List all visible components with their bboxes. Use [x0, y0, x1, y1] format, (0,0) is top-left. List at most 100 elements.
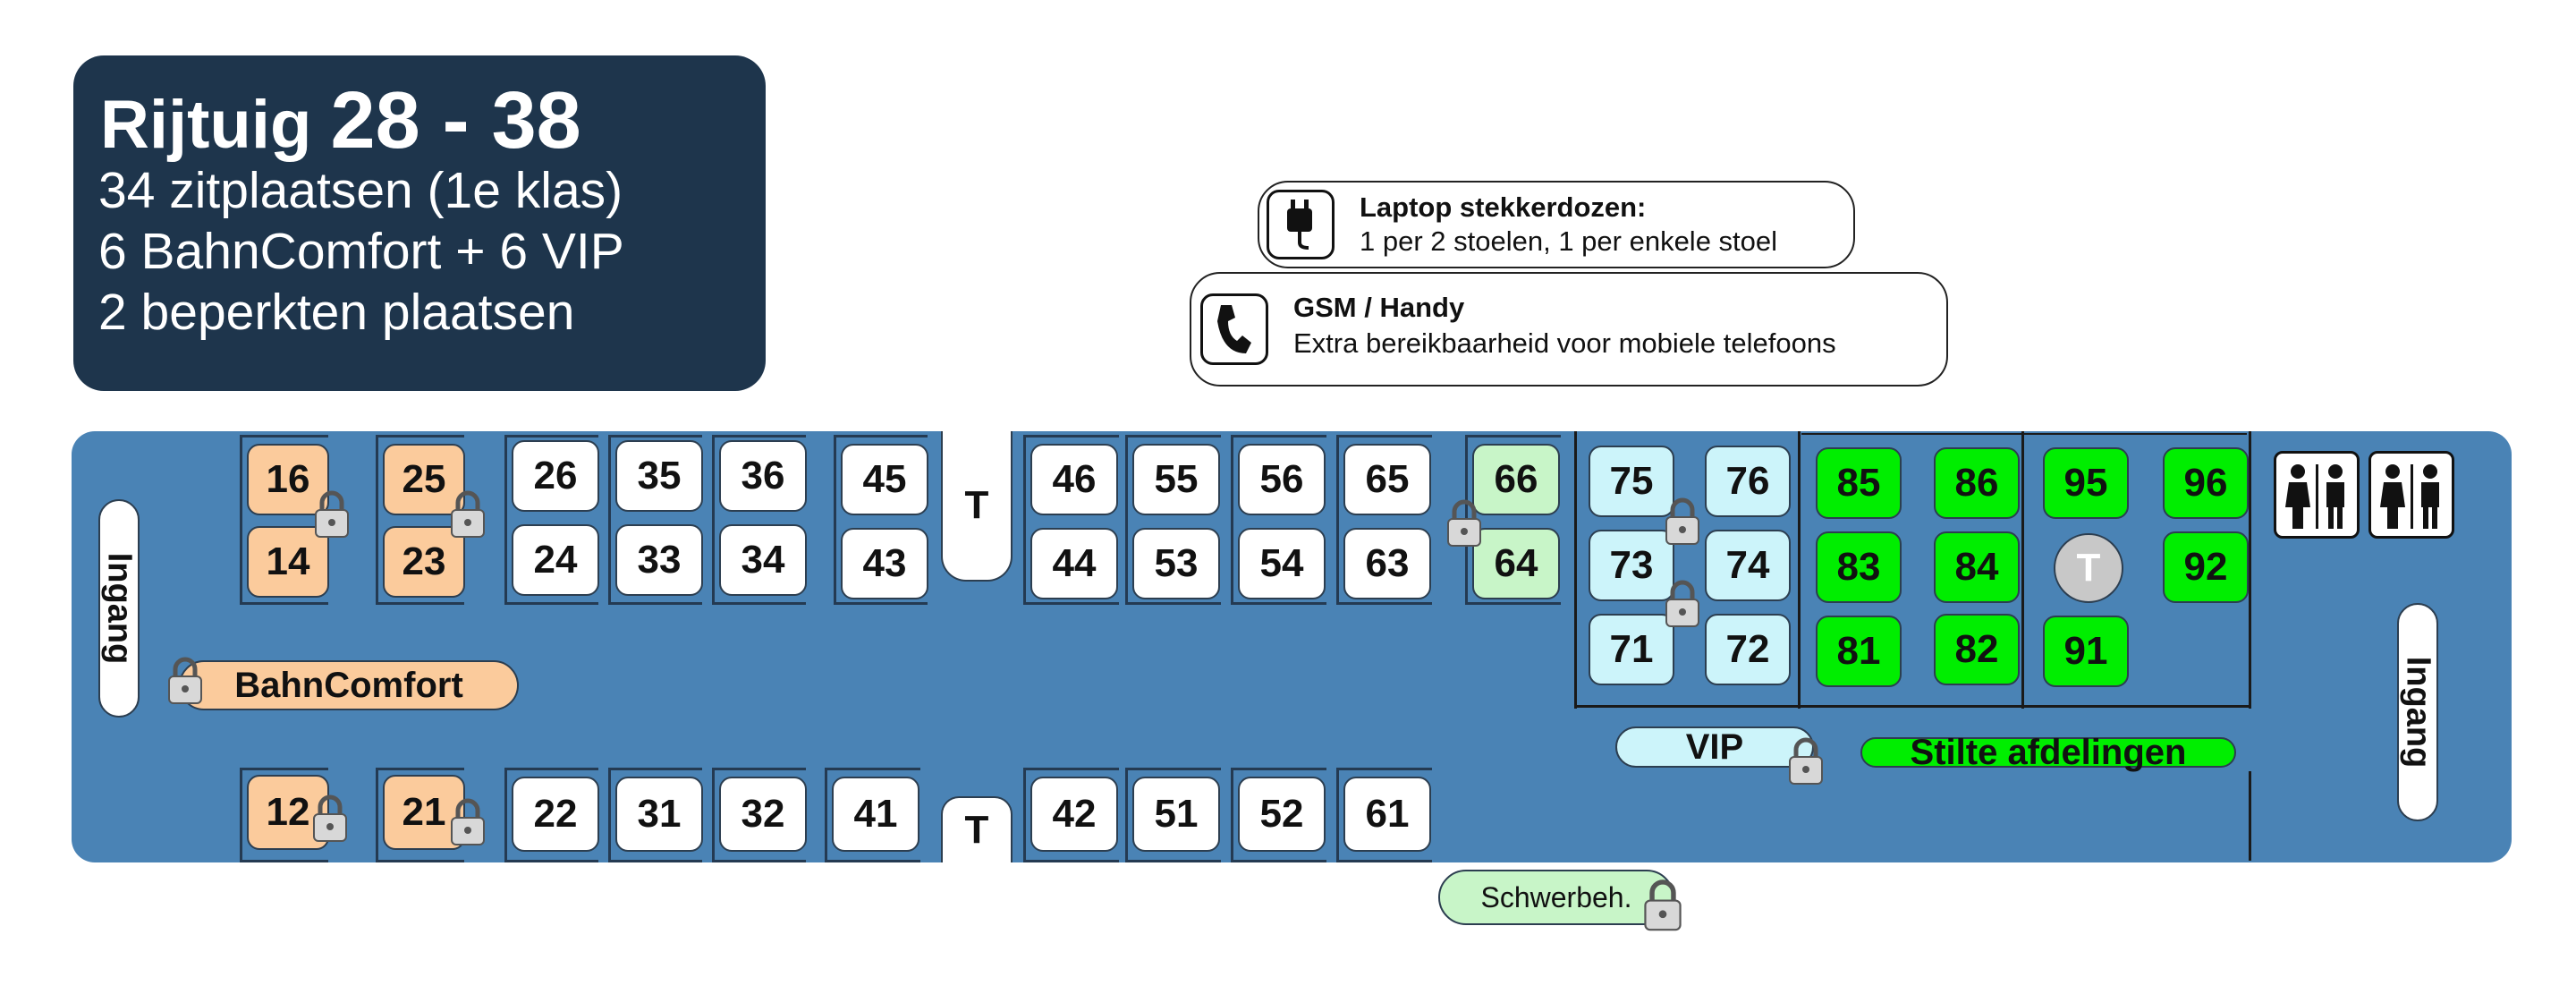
- seat-23[interactable]: 23: [383, 526, 465, 598]
- lock-icon: [313, 794, 347, 842]
- seat-43[interactable]: 43: [841, 528, 928, 599]
- seat-26[interactable]: 26: [512, 440, 599, 512]
- seat-65[interactable]: 65: [1343, 444, 1431, 515]
- compartment-wall: [2249, 431, 2251, 709]
- seat-74[interactable]: 74: [1705, 530, 1791, 601]
- entrance-right-label: Ingang: [2399, 656, 2437, 769]
- compartment-wall: [2249, 771, 2251, 861]
- table-lower: T: [941, 796, 1013, 862]
- seat-41[interactable]: 41: [832, 777, 919, 852]
- seat-42[interactable]: 42: [1030, 777, 1118, 852]
- seat-31[interactable]: 31: [615, 777, 703, 852]
- lock-icon: [1644, 879, 1682, 931]
- entrance-left: Ingang: [98, 499, 140, 718]
- coach-floorplan: Ingang 16 14 25 23 26 24 35 33 36 34 45 …: [72, 431, 2512, 862]
- entrance-left-label: Ingang: [100, 552, 139, 665]
- seat-83[interactable]: 83: [1816, 531, 1902, 603]
- seat-72[interactable]: 72: [1705, 614, 1791, 685]
- seat-24[interactable]: 24: [512, 524, 599, 596]
- laptop-legend-desc: 1 per 2 stoelen, 1 per enkele stoel: [1360, 225, 1778, 257]
- seat-14[interactable]: 14: [247, 526, 329, 598]
- seat-52[interactable]: 52: [1238, 777, 1326, 852]
- lock-icon: [1665, 580, 1699, 627]
- seat-frame: [825, 768, 920, 862]
- compartment-wall: [2021, 431, 2024, 709]
- seat-16[interactable]: 16: [247, 444, 329, 515]
- seat-frame: [1023, 435, 1119, 605]
- seat-96[interactable]: 96: [2163, 447, 2249, 519]
- seat-61[interactable]: 61: [1343, 777, 1431, 852]
- seat-54[interactable]: 54: [1238, 528, 1326, 599]
- seat-56[interactable]: 56: [1238, 444, 1326, 515]
- seat-76[interactable]: 76: [1705, 446, 1791, 517]
- seat-46[interactable]: 46: [1030, 444, 1118, 515]
- restricted-seats-line: 2 beperkten plaatsen: [98, 284, 575, 341]
- seat-85[interactable]: 85: [1816, 447, 1902, 519]
- silence-label: Stilte afdelingen: [1860, 733, 2236, 772]
- lock-icon: [315, 490, 349, 538]
- seat-44[interactable]: 44: [1030, 528, 1118, 599]
- seat-frame: [376, 768, 464, 862]
- seat-34[interactable]: 34: [719, 524, 807, 596]
- seat-frame: [608, 435, 702, 605]
- disabled-seats-label: Schwerbeh.: [1438, 870, 1674, 925]
- seat-35[interactable]: 35: [615, 440, 703, 512]
- seat-73[interactable]: 73: [1589, 530, 1674, 601]
- seat-frame: [504, 768, 598, 862]
- lock-icon: [451, 798, 485, 845]
- seat-frame: [1231, 768, 1326, 862]
- lock-icon: [1789, 737, 1823, 785]
- gsm-legend-desc: Extra bereikbaarheid voor mobiele telefo…: [1293, 327, 1836, 359]
- seat-frame: [1336, 768, 1432, 862]
- compartment-wall: [1801, 433, 2247, 435]
- lock-icon: [168, 657, 202, 704]
- seat-66[interactable]: 66: [1472, 444, 1560, 515]
- compartment-wall: [2021, 705, 2250, 708]
- coach-info-card: Rijtuig 28 - 38 34 zitplaatsen (1e klas)…: [73, 55, 766, 391]
- toilet-icon: [2274, 451, 2360, 539]
- table-round: T: [2054, 533, 2123, 603]
- seat-82[interactable]: 82: [1934, 614, 2020, 685]
- seat-91[interactable]: 91: [2043, 616, 2129, 687]
- seat-95[interactable]: 95: [2043, 447, 2129, 519]
- plug-icon: [1267, 190, 1335, 259]
- laptop-legend-title: Laptop stekkerdozen:: [1360, 191, 1647, 223]
- laptop-legend: Laptop stekkerdozen: 1 per 2 stoelen, 1 …: [1258, 181, 1855, 268]
- seat-81[interactable]: 81: [1816, 616, 1902, 687]
- seat-frame: [1231, 435, 1326, 605]
- seat-12[interactable]: 12: [247, 775, 329, 850]
- comfort-vip-line: 6 BahnComfort + 6 VIP: [98, 223, 624, 280]
- seat-frame: [608, 768, 702, 862]
- seat-32[interactable]: 32: [719, 777, 807, 852]
- seat-55[interactable]: 55: [1132, 444, 1220, 515]
- seat-84[interactable]: 84: [1934, 531, 2020, 603]
- seat-frame: [712, 435, 806, 605]
- seat-86[interactable]: 86: [1934, 447, 2020, 519]
- seat-25[interactable]: 25: [383, 444, 465, 515]
- compartment-wall: [1798, 705, 2021, 708]
- seat-71[interactable]: 71: [1589, 614, 1674, 685]
- phone-icon: [1200, 293, 1268, 365]
- seat-92[interactable]: 92: [2163, 531, 2249, 603]
- seat-frame: [1125, 435, 1221, 605]
- seat-frame: [376, 435, 464, 605]
- toilet-icon: [2368, 451, 2454, 539]
- seat-53[interactable]: 53: [1132, 528, 1220, 599]
- gsm-legend: GSM / Handy Extra bereikbaarheid voor mo…: [1190, 272, 1948, 387]
- lock-icon: [1447, 499, 1481, 547]
- seat-45[interactable]: 45: [841, 444, 928, 515]
- seat-75[interactable]: 75: [1589, 446, 1674, 517]
- table-upper: T: [941, 431, 1013, 582]
- seat-64[interactable]: 64: [1472, 528, 1560, 599]
- seat-frame: [712, 768, 806, 862]
- seat-22[interactable]: 22: [512, 777, 599, 852]
- seat-frame: [834, 435, 928, 605]
- seat-63[interactable]: 63: [1343, 528, 1431, 599]
- seat-36[interactable]: 36: [719, 440, 807, 512]
- seat-33[interactable]: 33: [615, 524, 703, 596]
- seat-frame: [504, 435, 598, 605]
- coach-title-word: Rijtuig: [100, 87, 312, 163]
- seat-51[interactable]: 51: [1132, 777, 1220, 852]
- compartment-wall: [1798, 431, 1801, 709]
- coach-title: Rijtuig 28 - 38: [100, 75, 581, 167]
